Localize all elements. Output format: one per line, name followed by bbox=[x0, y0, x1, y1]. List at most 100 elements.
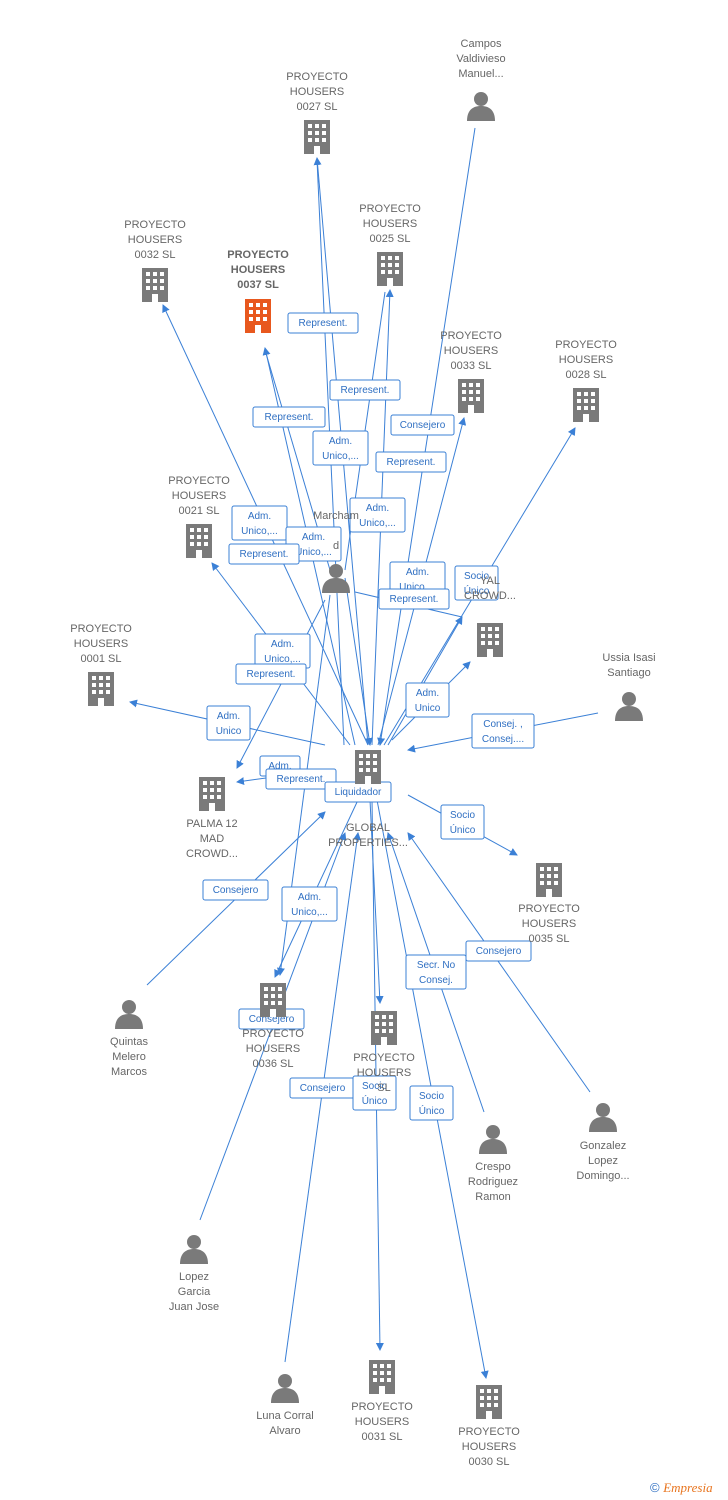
node-label[interactable]: Campos bbox=[461, 38, 502, 50]
edge-label-box[interactable] bbox=[352, 1075, 397, 1111]
node-label[interactable]: HOUSERS bbox=[559, 354, 613, 366]
node-label[interactable]: PALMA 12 bbox=[186, 818, 237, 830]
building-icon[interactable] bbox=[304, 120, 330, 154]
node-label[interactable]: Alvaro bbox=[269, 1425, 300, 1437]
edge-label[interactable]: Represent. bbox=[375, 451, 447, 473]
node-label[interactable]: PROYECTO bbox=[440, 330, 502, 342]
building-icon[interactable] bbox=[245, 299, 271, 333]
company-node[interactable]: YALCROWD... bbox=[464, 575, 516, 657]
building-icon[interactable] bbox=[371, 1011, 397, 1045]
edge-label-box[interactable] bbox=[440, 804, 485, 840]
node-label[interactable]: HOUSERS bbox=[74, 638, 128, 650]
node-label[interactable]: PROYECTO bbox=[70, 623, 132, 635]
building-icon[interactable] bbox=[369, 1360, 395, 1394]
node-label[interactable]: PROPERTIES... bbox=[328, 837, 408, 849]
edge-label-box[interactable] bbox=[265, 768, 337, 790]
node-label[interactable]: Rodriguez bbox=[468, 1176, 518, 1188]
node-label[interactable]: Lopez bbox=[588, 1155, 618, 1167]
node-label[interactable]: PROYECTO bbox=[124, 219, 186, 231]
company-node[interactable]: GLOBAL PROPERTIES... bbox=[328, 750, 408, 849]
edge-label-box[interactable] bbox=[405, 954, 467, 990]
edge-label[interactable]: Represent. bbox=[265, 768, 337, 790]
edge-label[interactable]: Consejero bbox=[465, 940, 532, 962]
person-icon[interactable] bbox=[180, 1235, 208, 1264]
node-label[interactable]: HOUSERS bbox=[290, 86, 344, 98]
node-label[interactable]: Luna Corral bbox=[256, 1410, 313, 1422]
edge-label[interactable]: Represent. bbox=[235, 663, 307, 685]
person-icon[interactable] bbox=[115, 1000, 143, 1029]
node-label[interactable]: GLOBAL bbox=[346, 822, 390, 834]
footer-brand[interactable]: © Empresia bbox=[650, 1480, 713, 1496]
person-icon[interactable] bbox=[467, 92, 495, 121]
node-label[interactable]: HOUSERS bbox=[462, 1441, 516, 1453]
node-label[interactable]: HOUSERS bbox=[128, 234, 182, 246]
node-label[interactable]: HOUSERS bbox=[522, 918, 576, 930]
node-label[interactable]: 0027 SL bbox=[297, 101, 338, 113]
node-label[interactable]: PROYECTO bbox=[458, 1426, 520, 1438]
node-label[interactable]: PROYECTO bbox=[353, 1052, 415, 1064]
edge-label[interactable]: Adm.Unico,... bbox=[231, 505, 288, 541]
edge-label[interactable]: Adm.Unico,... bbox=[312, 430, 369, 466]
edge-label-box[interactable] bbox=[378, 588, 450, 610]
edge-label-box[interactable] bbox=[231, 505, 288, 541]
edge-label[interactable]: Adm.Unico bbox=[206, 705, 251, 741]
edge-label-box[interactable] bbox=[252, 406, 326, 428]
edge-label-box[interactable] bbox=[454, 565, 499, 601]
node-label[interactable]: Domingo... bbox=[576, 1170, 629, 1182]
node-label[interactable]: 0030 SL bbox=[469, 1456, 510, 1468]
node-label[interactable]: Gonzalez bbox=[580, 1140, 626, 1152]
building-icon[interactable] bbox=[377, 252, 403, 286]
node-label[interactable]: HOUSERS bbox=[363, 218, 417, 230]
node-label[interactable]: HOUSERS bbox=[444, 345, 498, 357]
company-node[interactable]: PROYECTO HOUSERS 0030 SL bbox=[458, 1385, 520, 1468]
edge-label[interactable]: Represent. bbox=[329, 379, 401, 401]
node-label[interactable]: CROWD... bbox=[464, 590, 516, 602]
node-label[interactable]: PROYECTO bbox=[168, 475, 230, 487]
person-icon[interactable] bbox=[615, 692, 643, 721]
edge-label[interactable]: Consejero bbox=[289, 1077, 356, 1099]
node-label[interactable]: Crespo bbox=[475, 1161, 510, 1173]
edge-label-box[interactable] bbox=[465, 940, 532, 962]
edge-label-box[interactable] bbox=[390, 414, 455, 436]
edge-label[interactable]: Consej. ,Consej.... bbox=[471, 713, 535, 749]
node-label[interactable]: PROYECTO bbox=[351, 1401, 413, 1413]
building-icon[interactable] bbox=[88, 672, 114, 706]
building-icon[interactable] bbox=[573, 388, 599, 422]
edge-label[interactable]: Adm.Unico bbox=[405, 682, 450, 718]
node-label[interactable]: HOUSERS bbox=[231, 264, 285, 276]
edge-label-box[interactable] bbox=[235, 663, 307, 685]
edge-label-box[interactable] bbox=[329, 379, 401, 401]
building-icon[interactable] bbox=[260, 983, 286, 1017]
node-label[interactable]: Melero bbox=[112, 1051, 146, 1063]
edge-label[interactable]: Represent. bbox=[252, 406, 326, 428]
edge-label[interactable]: Consejero bbox=[202, 879, 269, 901]
node-label[interactable]: PROYECTO bbox=[242, 1028, 304, 1040]
building-icon[interactable] bbox=[186, 524, 212, 558]
node-label[interactable]: Garcia bbox=[178, 1286, 211, 1298]
edge-label-box[interactable] bbox=[312, 430, 369, 466]
building-icon[interactable] bbox=[536, 863, 562, 897]
node-label[interactable]: HOUSERS bbox=[172, 490, 226, 502]
person-icon[interactable] bbox=[479, 1125, 507, 1154]
building-icon[interactable] bbox=[355, 750, 381, 784]
node-label[interactable]: Manuel... bbox=[458, 68, 503, 80]
company-node[interactable]: PROYECTO HOUSERS 0033 SL bbox=[440, 330, 502, 413]
edge-label[interactable]: Consejero bbox=[390, 414, 455, 436]
node-label[interactable]: 0036 SL bbox=[253, 1058, 294, 1070]
node-label[interactable]: Quintas bbox=[110, 1036, 148, 1048]
node-label[interactable]: MAD bbox=[200, 833, 225, 845]
building-icon[interactable] bbox=[476, 1385, 502, 1419]
node-label[interactable]: 0033 SL bbox=[451, 360, 492, 372]
node-label[interactable]: Ramon bbox=[475, 1191, 510, 1203]
